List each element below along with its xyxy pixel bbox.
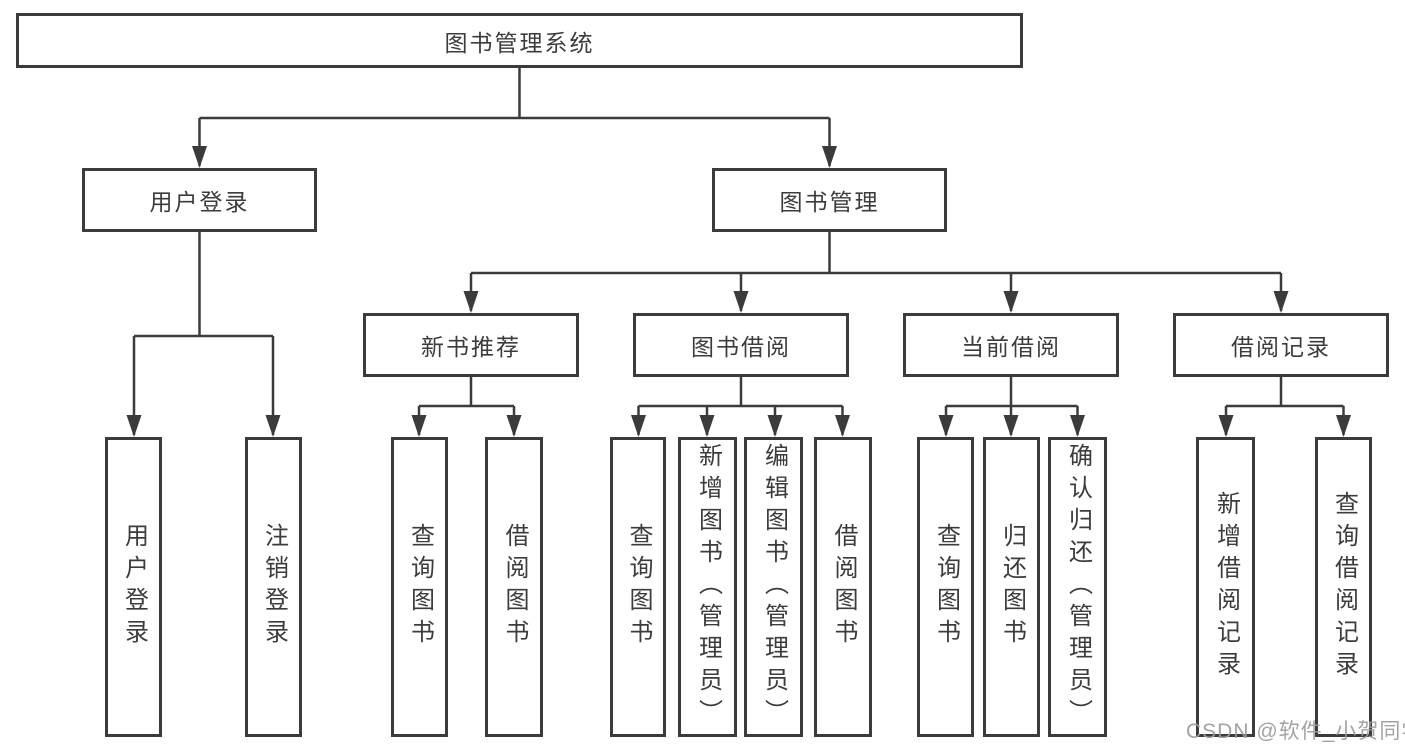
leaf-logout: 注销登录 (245, 437, 302, 737)
leaf-user-login-label: 用户登录 (120, 523, 148, 651)
leaf-br-query-record-label: 查询借阅记录 (1330, 491, 1358, 683)
leaf-cb-return-books: 归还图书 (983, 437, 1040, 737)
leaf-cb-query-books: 查询图书 (917, 437, 974, 737)
leaf-cb-confirm-return: 确认归还（管理员） (1048, 437, 1107, 737)
leaf-bb-add-books: 新增图书（管理员） (678, 437, 737, 737)
connector-book-borrow-to-leaves (637, 377, 844, 435)
leaf-nb-borrow-books-label: 借阅图书 (501, 523, 528, 651)
leaf-bb-borrow-books: 借阅图书 (814, 437, 872, 737)
leaf-nb-borrow-books: 借阅图书 (485, 437, 543, 737)
leaf-nb-query-books-label: 查询图书 (406, 523, 434, 651)
leaf-user-login: 用户登录 (105, 437, 162, 737)
node-book-management: 图书管理 (712, 168, 947, 232)
connector-user-login-to-leaves (132, 232, 275, 435)
leaf-bb-borrow-books-label: 借阅图书 (830, 523, 857, 651)
leaf-cb-return-books-label: 归还图书 (998, 523, 1026, 651)
node-root: 图书管理系统 (16, 13, 1023, 68)
arrowheads (126, 146, 1351, 437)
leaf-br-query-record: 查询借阅记录 (1315, 437, 1372, 737)
connector-borrow-records-to-leaves (1224, 377, 1345, 435)
csdn-watermark: CSDN @软件_小贺同学 (1186, 720, 1405, 743)
leaf-bb-query-books-label: 查询图书 (625, 523, 652, 651)
connector-new-book-to-leaves (417, 377, 516, 435)
leaf-bb-edit-books-label: 编辑图书（管理员） (760, 443, 788, 731)
node-borrow-records-label: 借阅记录 (1231, 334, 1331, 360)
leaf-bb-query-books: 查询图书 (610, 437, 666, 737)
node-user-login-label: 用户登录 (149, 189, 250, 215)
node-new-book-recommend-label: 新书推荐 (421, 334, 521, 360)
leaf-nb-query-books: 查询图书 (391, 437, 448, 737)
node-new-book-recommend: 新书推荐 (363, 313, 579, 377)
leaf-br-add-record: 新增借阅记录 (1196, 437, 1255, 737)
node-current-borrow-label: 当前借阅 (961, 334, 1061, 360)
node-borrow-records: 借阅记录 (1173, 313, 1389, 377)
leaf-bb-add-books-label: 新增图书（管理员） (694, 443, 722, 731)
connector-root-to-level2 (198, 68, 831, 166)
node-book-borrow: 图书借阅 (633, 313, 849, 377)
leaf-logout-label: 注销登录 (260, 523, 288, 651)
connector-book-management-to-level3 (469, 232, 1283, 311)
node-root-label: 图书管理系统 (444, 29, 595, 56)
node-current-borrow: 当前借阅 (903, 313, 1119, 377)
node-book-borrow-label: 图书借阅 (691, 334, 791, 360)
leaf-br-add-record-label: 新增借阅记录 (1212, 491, 1240, 683)
node-user-login: 用户登录 (82, 168, 317, 232)
leaf-cb-confirm-return-label: 确认归还（管理员） (1064, 443, 1092, 731)
leaf-cb-query-books-label: 查询图书 (932, 523, 960, 651)
leaf-bb-edit-books: 编辑图书（管理员） (744, 437, 803, 737)
node-book-management-label: 图书管理 (779, 189, 880, 215)
